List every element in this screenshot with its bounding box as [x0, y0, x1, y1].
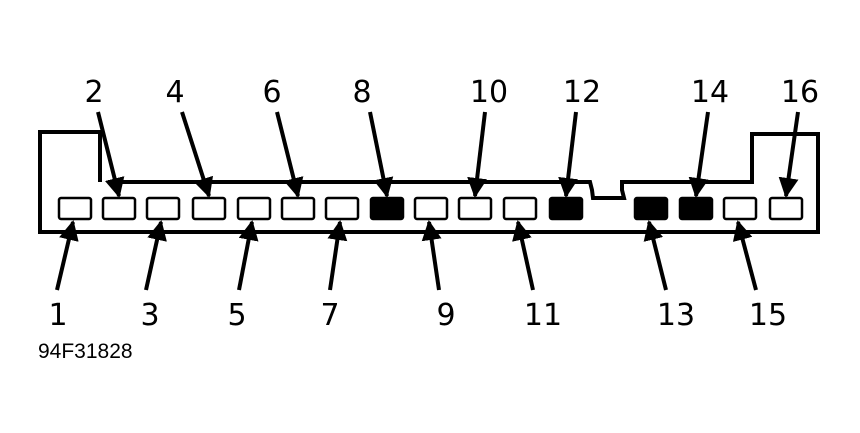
connector-housing-outline — [38, 130, 820, 234]
pin-6-empty — [280, 196, 316, 221]
arrow-pin-16 — [778, 111, 800, 198]
arrow-pin-12 — [558, 111, 579, 198]
arrow-pin-1 — [55, 220, 79, 291]
pin-11-empty — [502, 196, 538, 221]
pin-label-16: 16 — [781, 75, 819, 110]
figure-reference-id: 94F31828 — [38, 340, 133, 363]
pin-13-filled — [633, 196, 669, 221]
pin-label-8: 8 — [352, 75, 371, 110]
arrow-pin-10 — [467, 111, 488, 198]
arrow-pin-2 — [96, 111, 125, 198]
pin-label-2: 2 — [84, 75, 103, 110]
arrow-pin-13 — [643, 220, 668, 291]
pin-9-empty — [413, 196, 449, 221]
arrow-pin-3 — [144, 220, 167, 291]
pin-label-1: 1 — [48, 298, 67, 333]
pin-10-empty — [457, 196, 493, 221]
pin-label-12: 12 — [563, 75, 601, 110]
pin-label-6: 6 — [262, 75, 281, 110]
pin-12-filled — [548, 196, 584, 221]
arrow-pin-6 — [275, 111, 304, 198]
arrow-pin-9 — [421, 220, 442, 291]
pin-label-4: 4 — [165, 75, 184, 110]
pin-7-empty — [324, 196, 360, 221]
pin-4-empty — [191, 196, 227, 221]
pin-1-empty — [57, 196, 93, 221]
pin-14-filled — [678, 196, 714, 221]
pin-label-10: 10 — [470, 75, 508, 110]
arrow-pin-7 — [327, 220, 348, 291]
pin-label-5: 5 — [227, 298, 246, 333]
arrow-pin-5 — [237, 220, 259, 291]
pin-label-3: 3 — [140, 298, 159, 333]
pin-label-13: 13 — [657, 298, 695, 333]
arrow-pin-8 — [368, 111, 394, 198]
pin-label-11: 11 — [524, 298, 562, 333]
arrow-pin-4 — [180, 111, 214, 198]
pin-label-9: 9 — [436, 298, 455, 333]
arrow-pin-15 — [732, 220, 758, 291]
pin-label-7: 7 — [320, 298, 339, 333]
pointer-arrows — [55, 111, 800, 291]
arrow-pin-14 — [688, 111, 710, 198]
pin-2-empty — [101, 196, 137, 221]
arrow-pin-11 — [512, 220, 535, 291]
pin-15-empty — [722, 196, 758, 221]
pin-3-empty — [145, 196, 181, 221]
pin-16-empty — [768, 196, 804, 221]
pin-8-filled — [369, 196, 405, 221]
pin-group — [57, 196, 804, 221]
pin-label-15: 15 — [749, 298, 787, 333]
pin-5-empty — [236, 196, 272, 221]
pin-label-14: 14 — [691, 75, 729, 110]
